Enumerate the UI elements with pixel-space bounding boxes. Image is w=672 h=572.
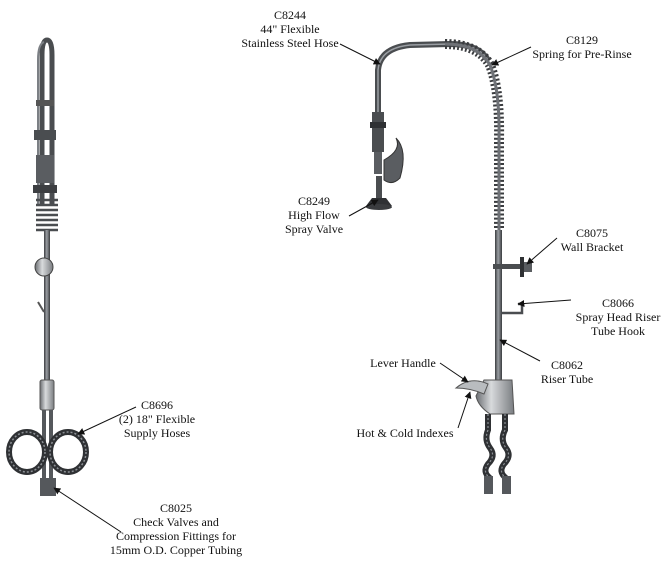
part-description: Check Valves and [133, 515, 219, 529]
part-code: C8696 [140, 398, 173, 412]
part-description: Spray Head Riser [575, 310, 661, 324]
part-description: Stainless Steel Hose [241, 36, 339, 50]
leader-lever [439, 362, 469, 383]
faucet-body [454, 379, 515, 415]
label-c8249: C8249 High Flow Spray Valve [285, 194, 343, 236]
part-code: C8066 [601, 296, 634, 310]
part-description: Hot & Cold Indexes [356, 426, 454, 440]
label-c8062: C8062 Riser Tube [541, 358, 593, 386]
leader-c8696 [77, 406, 137, 435]
part-code: C8062 [550, 358, 584, 372]
part-description: Supply Hoses [123, 426, 191, 440]
label-lever-handle: Lever Handle [370, 356, 436, 370]
leader-c8075 [526, 237, 558, 265]
leader-c8249 [348, 199, 379, 217]
part-code: C8075 [575, 226, 609, 240]
side-spring [36, 198, 58, 232]
part-description: Lever Handle [370, 356, 436, 370]
part-code: C8129 [565, 33, 599, 47]
label-c8129: C8129 Spring for Pre-Rinse [532, 33, 631, 61]
leader-lines [53, 43, 572, 533]
leader-c8066 [517, 299, 572, 308]
part-code: C8025 [159, 501, 193, 515]
label-hot-cold-indexes: Hot & Cold Indexes [357, 426, 454, 440]
spray-valve [366, 112, 404, 210]
label-c8244: C8244 44" Flexible Stainless Steel Hose [241, 8, 338, 50]
part-description: Riser Tube [540, 372, 594, 386]
part-description: 15mm O.D. Copper Tubing [109, 543, 243, 557]
part-code: C8249 [297, 194, 331, 208]
part-description: 44" Flexible [260, 22, 320, 36]
side-supply-hoses [6, 429, 89, 475]
part-description: Spring for Pre-Rinse [532, 47, 632, 61]
pre-rinse-spring [444, 39, 505, 230]
label-c8025: C8025 Check Valves and Compression Fitti… [110, 501, 242, 557]
side-view-assembly [6, 37, 89, 496]
label-c8696: C8696 (2) 18" Flexible Supply Hoses [119, 398, 195, 440]
part-code: C8244 [273, 8, 307, 22]
riser-hook [501, 302, 524, 315]
leader-c8244 [339, 43, 381, 65]
leader-indexes [457, 391, 472, 429]
part-description: Tube Hook [591, 324, 645, 338]
front-supply-hoses [482, 414, 512, 494]
label-c8066: C8066 Spray Head Riser Tube Hook [576, 296, 661, 338]
wall-bracket [493, 257, 532, 277]
part-description: Compression Fittings for [115, 529, 237, 543]
leader-c8129 [491, 46, 532, 66]
part-description: Spray Valve [284, 222, 344, 236]
leader-c8062 [499, 339, 541, 362]
part-description: (2) 18" Flexible [118, 412, 196, 426]
label-c8075: C8075 Wall Bracket [561, 226, 624, 254]
leader-c8025 [53, 487, 122, 533]
part-description: High Flow [288, 208, 340, 222]
part-description: Wall Bracket [560, 240, 624, 254]
